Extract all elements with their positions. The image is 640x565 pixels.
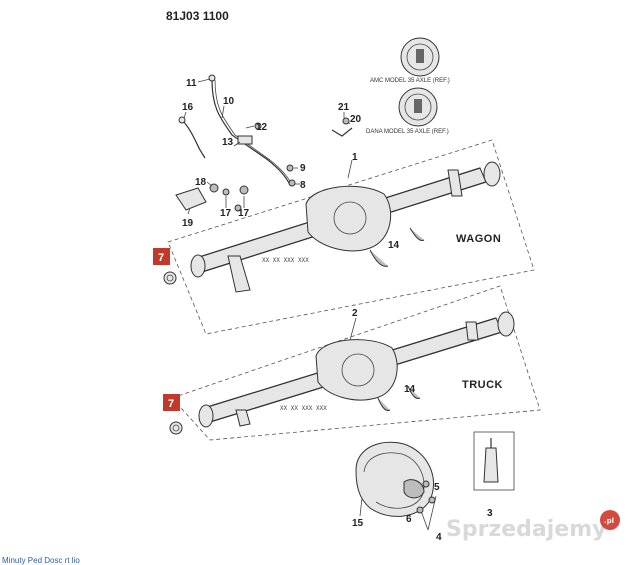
callout-4: 4 [436, 532, 442, 543]
watermark-badge [600, 510, 620, 530]
callout-13: 13 [222, 137, 234, 148]
callout-14a: 14 [388, 240, 400, 251]
callout-15: 15 [352, 518, 364, 529]
truck-axle-housing [198, 311, 515, 428]
wagon-axle-box [167, 139, 535, 335]
amc-axle-cover-ref [400, 37, 440, 77]
callout-5: 5 [434, 482, 440, 493]
callout-12: 12 [256, 122, 268, 133]
callout-7-truck: 7 [168, 398, 174, 410]
callout-17a: 17 [220, 208, 232, 219]
watermark-badge-text: .pl [604, 517, 614, 525]
callout-18: 18 [195, 177, 207, 188]
wagon-axle-housing [190, 161, 501, 293]
seal-ring-wagon [163, 271, 177, 285]
callout-8: 8 [300, 180, 306, 191]
callout-1: 1 [352, 152, 358, 163]
callout-2: 2 [352, 308, 358, 319]
callout-21: 21 [338, 102, 350, 113]
callout-11: 11 [186, 78, 197, 89]
callout-9: 9 [300, 163, 306, 174]
part-7-highlight-wagon [153, 248, 170, 265]
part-7-highlight-truck [163, 394, 180, 411]
sealant-tube [473, 431, 515, 491]
watermark-text: Sprzedajemy [446, 517, 607, 542]
truck-xx-code: XX XX XXX XXX [280, 405, 327, 412]
document-code: 81J03 1100 [166, 9, 229, 23]
amc-axle-ref-label: AMC MODEL 35 AXLE (REF.) [370, 78, 450, 84]
truck-axle-box [171, 285, 541, 441]
callout-6: 6 [406, 514, 412, 525]
callout-3: 3 [487, 508, 493, 519]
cover-bolts [416, 480, 436, 514]
caption-link[interactable]: Minuty Ped Dosc rt lio [2, 556, 80, 565]
callout-14b: 14 [404, 384, 416, 395]
callout-19: 19 [182, 218, 194, 229]
dana-axle-ref-label: DANA MODEL 35 AXLE (REF.) [366, 129, 449, 135]
callout-17b: 17 [238, 208, 250, 219]
differential-cover [355, 441, 435, 517]
seal-ring-truck [169, 421, 183, 435]
callout-20: 20 [350, 114, 362, 125]
vent-hose-assembly [175, 74, 353, 212]
wagon-label: WAGON [456, 233, 501, 245]
callout-16: 16 [182, 102, 194, 113]
wagon-xx-code: XX XX XXX XXX [262, 257, 309, 264]
callout-7-wagon: 7 [158, 252, 164, 264]
truck-label: TRUCK [462, 379, 503, 391]
callout-10: 10 [223, 96, 235, 107]
dana-axle-cover-ref [398, 87, 438, 127]
callout-numbers: 11 10 16 12 13 9 8 21 20 1 18 19 17 17 1… [182, 78, 493, 543]
